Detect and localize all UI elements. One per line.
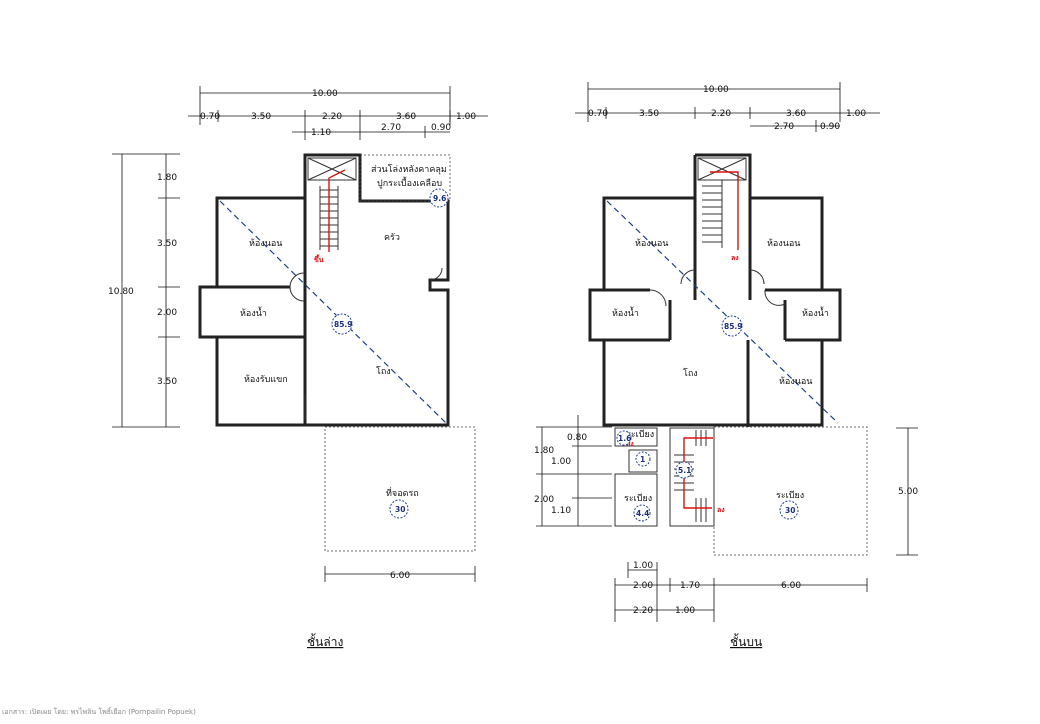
ground-dim-top-d2: 3.50 — [251, 112, 271, 122]
ground-floor-caption: ชั้นล่าง — [307, 633, 343, 649]
ground-area-annex: 9.6 — [433, 194, 446, 203]
door-swing-upper — [649, 289, 667, 307]
ground-floor-plan: 10.00 0.70 3.50 2.20 3.60 1.00 1.10 2.70… — [108, 86, 488, 649]
ground-dim-top-d6: 1.10 — [311, 128, 331, 138]
ground-dim-left-total: 10.80 — [108, 287, 134, 297]
ground-room-kitchen: ครัว — [384, 233, 400, 243]
ground-dim-top-d3: 2.20 — [322, 112, 342, 122]
upper-dim-top-d5: 1.00 — [846, 109, 866, 119]
ground-dim-top-d1: 0.70 — [200, 112, 220, 122]
upper-diagonal — [606, 200, 839, 424]
ground-carport-outline — [324, 426, 476, 552]
upper-area-main-circle — [721, 315, 743, 337]
ground-dim-bottom: 6.00 — [390, 571, 410, 581]
upper-dim-top-total: 10.00 — [703, 85, 729, 95]
upper-room-bedroom-bottom: ห้องนอน — [779, 376, 812, 387]
ground-dim-left-d3: 2.00 — [157, 308, 177, 318]
upper-dim-top-d8: 0.90 — [820, 122, 840, 132]
upper-dim-left-d5: 1.10 — [551, 506, 571, 516]
ground-area-carport-circle — [389, 499, 409, 519]
upper-area-balcony-small-circle — [616, 430, 632, 446]
ground-main-walls — [303, 153, 450, 427]
upper-dim-top-d2: 3.50 — [639, 109, 659, 119]
upper-dim-left-d2: 1.80 — [534, 446, 554, 456]
upper-dim-top-d1: 0.70 — [588, 109, 608, 119]
ground-dim-top-d4: 3.60 — [396, 112, 416, 122]
upper-room-balcony-mid: ระเบียง — [624, 493, 652, 504]
ground-room-hall: โถง — [376, 366, 391, 377]
ground-area-annex-circle — [429, 188, 449, 208]
upper-area-landing-circle — [635, 451, 651, 467]
upper-room-bathroom-right: ห้องน้ำ — [802, 306, 829, 319]
ground-dim-top-d5: 1.00 — [456, 112, 476, 122]
upper-area-balcony-mid: 4.4 — [636, 509, 649, 518]
upper-dim-right: 5.00 — [898, 487, 918, 497]
upper-area-stair-circle — [675, 461, 693, 479]
upper-stair-arrow — [710, 171, 739, 250]
upper-stair-block — [669, 427, 715, 527]
upper-room-balcony-small: ระเบียง — [626, 429, 654, 440]
ground-stair-arrow — [328, 169, 346, 252]
ground-west-wall — [198, 196, 305, 427]
upper-dim-bottom-d3: 1.70 — [680, 581, 700, 591]
upper-dim-top-d7: 2.70 — [774, 122, 794, 132]
ground-dim-top-d7: 2.70 — [381, 123, 401, 133]
ground-room-living: ห้องรับแขก — [244, 374, 288, 385]
ground-dim-left-d1: 1.80 — [157, 173, 177, 183]
upper-room-bathroom-left: ห้องน้ำ — [612, 306, 639, 319]
upper-dim-left-d4: 2.00 — [534, 495, 554, 505]
ground-dim-top-total: 10.00 — [312, 89, 338, 99]
ground-room-bedroom: ห้องนอน — [249, 238, 282, 249]
ground-area-carport: 30 — [395, 505, 405, 514]
upper-dim-bottom-d5: 2.20 — [633, 606, 653, 616]
ground-dim-left-d2: 3.50 — [157, 239, 177, 249]
upper-room-bedroom-right: ห้องนอน — [767, 238, 800, 249]
door-swing — [289, 272, 305, 288]
ground-area-main-circle — [331, 313, 353, 335]
upper-area-balcony-mid-circle — [633, 504, 651, 522]
upper-dim-bottom-d1: 1.00 — [633, 561, 653, 571]
upper-stair-down-2: ลง — [717, 506, 725, 514]
upper-area-balcony-small: 1.6 — [618, 434, 631, 443]
ground-room-bathroom: ห้องน้ำ — [240, 306, 267, 319]
upper-area-stair: 5.1 — [678, 466, 691, 475]
ground-diagonal — [219, 200, 447, 424]
upper-area-landing: 1 — [640, 455, 645, 464]
upper-dim-top-d4: 3.60 — [786, 109, 806, 119]
upper-room-balcony-big: ระเบียง — [776, 490, 804, 501]
upper-floor-caption: ชั้นบน — [730, 633, 762, 649]
ground-annex-line2: ปูกระเบื้องเคลือบ — [377, 176, 442, 189]
upper-area-balcony-big-circle — [779, 500, 799, 520]
upper-dim-bottom-d6: 1.00 — [675, 606, 695, 616]
ground-dim-left-d4: 3.50 — [157, 377, 177, 387]
ground-annex-line1: ส่วนโล่งหลังคาคลุม — [371, 164, 447, 175]
upper-balcony-mid-outline — [614, 473, 658, 527]
footer-credit: เอกสาร: เปิดเผย โดย: พรไพลิน โพธิ์เยือก … — [2, 706, 196, 716]
upper-room-bedroom-left: ห้องนอน — [635, 238, 668, 249]
upper-area-main: 85.9 — [724, 322, 743, 331]
upper-stair-down-1: ลง — [731, 254, 739, 262]
upper-dim-left-d1: 0.80 — [567, 433, 587, 443]
ground-annex-outline — [359, 154, 451, 202]
upper-stair-treads — [702, 180, 723, 248]
upper-dim-bottom-d4: 6.00 — [781, 581, 801, 591]
upper-dim-top-d3: 2.20 — [711, 109, 731, 119]
upper-room-hall: โถง — [683, 368, 698, 379]
upper-dim-bottom-d2: 2.00 — [633, 581, 653, 591]
upper-stair-down-3: ลง — [626, 440, 634, 448]
upper-area-balcony-big: 30 — [785, 506, 795, 515]
ground-room-carport: ที่จอดรถ — [386, 486, 419, 499]
upper-balcony-small-outline — [614, 427, 658, 447]
ground-area-main: 85.9 — [334, 320, 353, 329]
ground-dim-top-d8: 0.90 — [431, 123, 451, 133]
ground-stair-up-label: ขึ้น — [314, 253, 324, 264]
upper-dim-left-d3: 1.00 — [551, 457, 571, 467]
upper-floor-plan: 10.00 0.70 3.50 2.20 3.60 1.00 2.70 0.90 — [534, 82, 918, 649]
